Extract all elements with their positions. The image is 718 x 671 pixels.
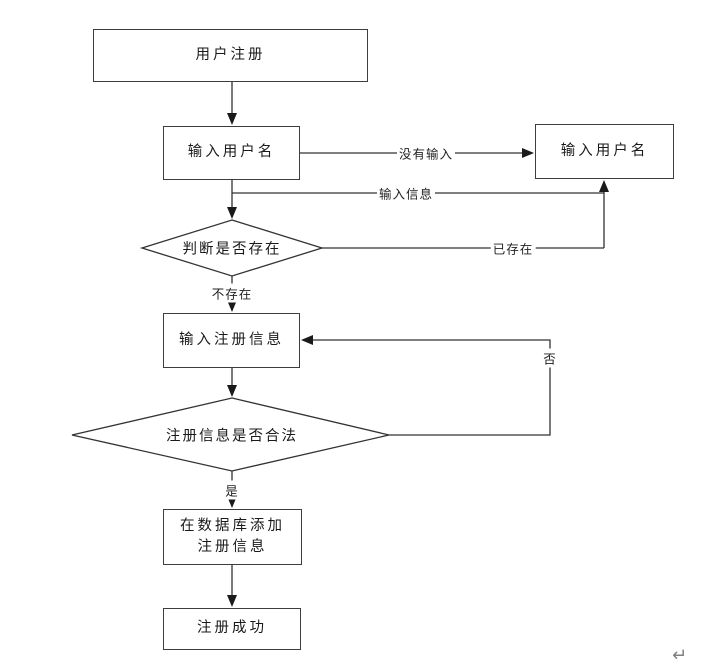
node-success-label: 注册成功 — [197, 620, 267, 637]
edge-invalid-loop — [312, 339, 551, 436]
node-input-reg-info[interactable]: 输入注册信息 — [163, 313, 300, 368]
node-save-to-db-label: 在数据库添加 注册信息 — [180, 517, 285, 555]
arrowhead-into-input-username — [227, 113, 237, 125]
edge-label-no-input[interactable]: 没有输入 — [396, 143, 456, 163]
node-input-username-label: 输入用户名 — [187, 144, 276, 161]
edge-label-not-exists[interactable]: 不存在 — [209, 283, 255, 303]
node-save-to-db[interactable]: 在数据库添加 注册信息 — [163, 509, 302, 565]
arrowhead-into-check-valid — [227, 385, 237, 397]
edge-label-valid[interactable]: 是 — [223, 480, 241, 500]
edge-label-invalid[interactable]: 否 — [541, 348, 559, 368]
arrowhead-into-retry-left — [522, 148, 534, 158]
diamond-check-exists-label: 判断是否存在 — [182, 241, 282, 258]
arrowhead-into-retry-bottom — [599, 180, 609, 192]
node-start[interactable]: 用户注册 — [93, 29, 368, 82]
paragraph-return-icon: ↵ — [672, 645, 688, 666]
node-retry-username[interactable]: 输入用户名 — [535, 124, 674, 179]
node-start-label: 用户注册 — [195, 46, 266, 63]
arrowhead-invalid-loop — [301, 335, 313, 345]
diamond-check-valid-label: 注册信息是否合法 — [166, 428, 298, 445]
node-success[interactable]: 注册成功 — [163, 608, 301, 650]
node-retry-username-label: 输入用户名 — [560, 142, 649, 159]
node-input-username[interactable]: 输入用户名 — [163, 126, 300, 180]
edge-label-input-info[interactable]: 输入信息 — [376, 183, 436, 203]
arrowhead-into-check-exists — [227, 207, 237, 219]
arrowhead-into-success — [227, 595, 237, 607]
node-input-reg-info-label: 输入注册信息 — [179, 331, 284, 348]
edge-label-already-exists[interactable]: 已存在 — [490, 238, 536, 258]
